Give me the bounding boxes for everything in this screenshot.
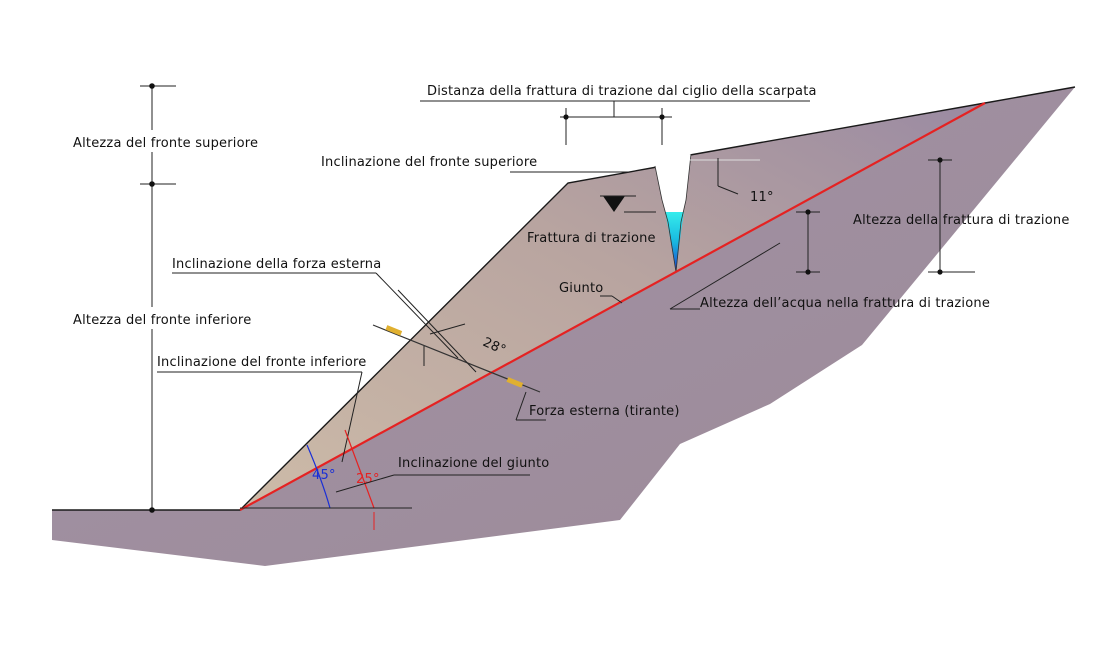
joint-line bbox=[239, 102, 986, 511]
crack-distance-dot-right bbox=[659, 114, 665, 120]
tension-crack-label: Frattura di trazione bbox=[527, 231, 656, 246]
water-height-leader bbox=[669, 242, 781, 310]
water-height-label: Altezza dell’acqua nella frattura di tra… bbox=[700, 296, 990, 311]
external-force-label: Forza esterna (tirante) bbox=[529, 404, 680, 419]
face-height-dot-mid bbox=[149, 181, 155, 187]
lower-face-height-label: Altezza del fronte inferiore bbox=[73, 313, 251, 328]
crack-distance-dot-left bbox=[563, 114, 569, 120]
external-force-inclination-label: Inclinazione della forza esterna bbox=[172, 257, 381, 272]
water-height-dot-bottom bbox=[805, 269, 811, 275]
crack-height-dot-top bbox=[937, 157, 943, 163]
force-angle-reference bbox=[397, 289, 477, 373]
upper-face-inclination-label: Inclinazione del fronte superiore bbox=[321, 155, 537, 170]
label-bg-upper-height bbox=[66, 130, 274, 152]
joint-leader-2 bbox=[611, 295, 623, 304]
external-force-inclination-leader-2 bbox=[375, 272, 459, 359]
joint-angle-label: 25° bbox=[356, 472, 380, 487]
force-angle-arc-tick bbox=[429, 323, 466, 335]
joint-angle-arc bbox=[344, 429, 375, 509]
water-height-dot-top bbox=[805, 209, 811, 215]
lower-face-inclination-label: Inclinazione del fronte inferiore bbox=[157, 355, 366, 370]
crack-distance-label: Distanza della frattura di trazione dal … bbox=[427, 84, 817, 99]
face-height-dot-bottom bbox=[149, 507, 155, 513]
upper-face-angle-leader bbox=[717, 185, 739, 195]
anchor-end bbox=[506, 377, 524, 388]
water-level-marker bbox=[603, 196, 625, 212]
lower-face-inclination-leader-2 bbox=[341, 371, 363, 463]
face-height-dot-top bbox=[149, 83, 155, 89]
joint-inclination-leader bbox=[335, 474, 395, 493]
tension-crack-water bbox=[665, 212, 684, 272]
label-bg-lower-height bbox=[66, 307, 266, 329]
upper-face-angle-label: 11° bbox=[750, 190, 774, 205]
joint-inclination-label: Inclinazione del giunto bbox=[398, 456, 549, 471]
external-force-leader bbox=[515, 391, 527, 421]
tension-crack-outline bbox=[654, 153, 692, 273]
lower-face-angle-arc bbox=[306, 444, 331, 509]
anchor-head bbox=[385, 325, 403, 336]
lower-face-angle-label: 45° bbox=[312, 468, 336, 483]
joint-label: Giunto bbox=[559, 281, 603, 296]
upper-face-height-label: Altezza del fronte superiore bbox=[73, 136, 258, 151]
crack-height-dot-bottom bbox=[937, 269, 943, 275]
crack-height-label: Altezza della frattura di trazione bbox=[853, 213, 1070, 228]
